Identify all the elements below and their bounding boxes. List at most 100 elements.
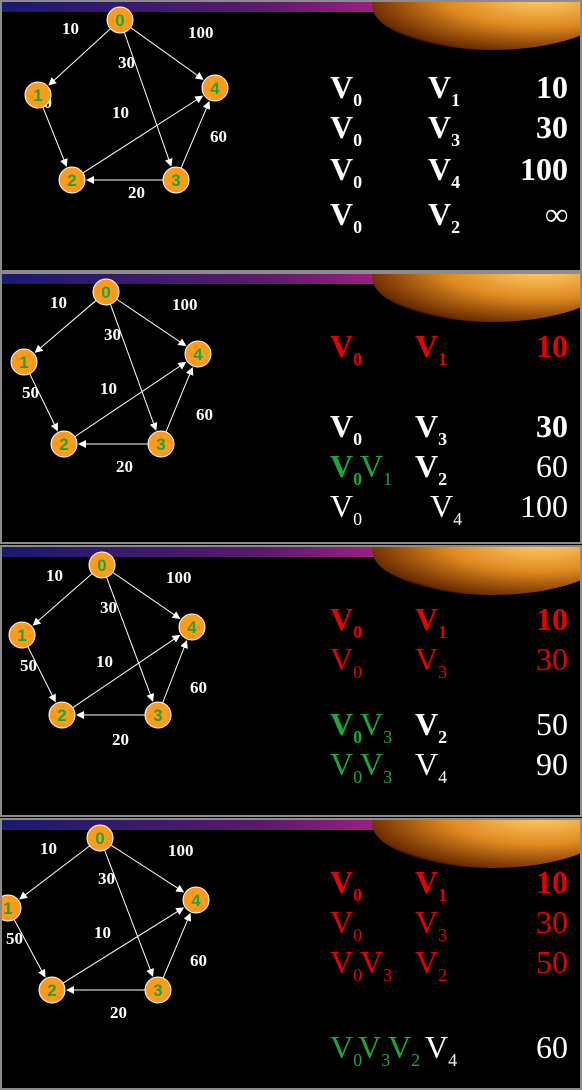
path-vertex: V3	[360, 746, 393, 787]
edge-weight-label: 10	[46, 566, 63, 585]
edge-weight-label: 20	[112, 730, 129, 749]
path-vertex: V3	[360, 944, 393, 985]
path-distance: 10	[536, 864, 568, 900]
graph-edge	[29, 373, 58, 432]
vertex-subscript: 1	[438, 349, 448, 369]
vertex-subscript: 0	[353, 217, 363, 237]
path-vertex: V0	[330, 408, 363, 449]
graph-node	[8, 621, 36, 649]
edge-weight-label: 10	[50, 293, 67, 312]
vertex-subscript: 0	[353, 767, 363, 787]
edge-weight-label: 10	[94, 923, 111, 942]
graph-edge	[162, 912, 192, 979]
graph-edge	[32, 573, 93, 626]
graph-edge	[116, 298, 187, 347]
edge-weight-label: 60	[190, 678, 207, 697]
vertex-subscript: 2	[411, 1050, 421, 1070]
path-vertex: V0	[330, 328, 363, 369]
decorative-swoosh	[372, 545, 582, 595]
path-vertex: V3	[415, 641, 448, 682]
graph-edge	[74, 361, 187, 438]
node-label: 3	[153, 981, 162, 1000]
path-vertex: V0	[330, 109, 363, 150]
graph-edge	[130, 27, 204, 80]
path-vertex: V3	[360, 706, 393, 747]
node-label: 3	[156, 435, 165, 454]
graph-edge	[180, 100, 211, 169]
node-label: 0	[95, 829, 104, 848]
path-vertex: V0	[330, 746, 363, 787]
graph-node	[147, 430, 175, 458]
path-vertex: V3	[358, 1029, 391, 1070]
graph-node	[38, 976, 66, 1004]
path-vertex: V0	[330, 69, 363, 110]
vertex-subscript: 0	[353, 925, 363, 945]
node-label: 1	[33, 86, 42, 105]
edge-weight-label: 50	[6, 929, 23, 948]
path-distance: 90	[536, 746, 568, 782]
graph-node	[162, 166, 190, 194]
path-distance: 50	[536, 944, 568, 980]
node-label: 4	[187, 618, 197, 637]
node-label: 1	[3, 899, 12, 918]
graph-node	[10, 348, 38, 376]
path-vertex: V0	[330, 706, 363, 747]
edge-weight-label: 50	[20, 656, 37, 675]
vertex-subscript: 3	[451, 130, 461, 150]
path-distance: 10	[536, 69, 568, 105]
path-distance: ∞	[545, 196, 568, 232]
edge-weight-label: 10	[96, 652, 113, 671]
path-vertex: V1	[360, 448, 393, 489]
edge-weight-label: 10	[100, 379, 117, 398]
path-vertex: V2	[415, 448, 448, 489]
graph-node	[48, 701, 76, 729]
path-distance: 30	[536, 904, 568, 940]
path-vertex: V4	[415, 746, 448, 787]
vertex-subscript: 2	[451, 217, 461, 237]
path-vertex: V0	[330, 448, 363, 489]
vertex-subscript: 0	[353, 90, 363, 110]
vertex-subscript: 4	[448, 1050, 458, 1070]
path-vertex: V2	[388, 1029, 421, 1070]
vertex-subscript: 2	[438, 469, 448, 489]
path-vertex: V0	[330, 864, 363, 905]
graph-node	[106, 6, 134, 34]
graph-edge	[42, 106, 68, 168]
graph-node	[184, 340, 212, 368]
edge-weight-label: 60	[210, 127, 227, 146]
edge-weight-label: 20	[128, 183, 145, 202]
graph-edge	[19, 845, 90, 900]
vertex-subscript: 2	[438, 727, 448, 747]
path-vertex: V3	[415, 904, 448, 945]
vertex-subscript: 0	[353, 622, 363, 642]
path-vertex: V0	[330, 151, 363, 192]
node-label: 3	[171, 171, 180, 190]
graph-edge	[34, 300, 97, 353]
path-distance: 30	[536, 109, 568, 145]
edge-weight-label: 30	[98, 869, 115, 888]
vertex-subscript: 3	[383, 767, 393, 787]
node-label: 1	[17, 626, 26, 645]
graph-node	[182, 886, 210, 914]
vertex-subscript: 3	[383, 965, 393, 985]
path-distance: 30	[536, 641, 568, 677]
edge-weight-label: 100	[172, 295, 198, 314]
path-vertex: V0	[330, 196, 363, 237]
vertex-subscript: 1	[438, 622, 448, 642]
graph-edge	[162, 640, 188, 704]
edge-weight-label: 100	[168, 841, 194, 860]
vertex-subscript: 2	[438, 965, 448, 985]
graph-edge	[27, 646, 56, 703]
edge-weight-label: 30	[118, 53, 135, 72]
vertex-subscript: 3	[383, 727, 393, 747]
node-label: 2	[47, 981, 56, 1000]
vertex-subscript: 0	[353, 469, 363, 489]
graph-node	[201, 74, 229, 102]
vertex-subscript: 0	[353, 429, 363, 449]
path-vertex: V0	[330, 904, 363, 945]
graph-edge	[72, 634, 181, 709]
